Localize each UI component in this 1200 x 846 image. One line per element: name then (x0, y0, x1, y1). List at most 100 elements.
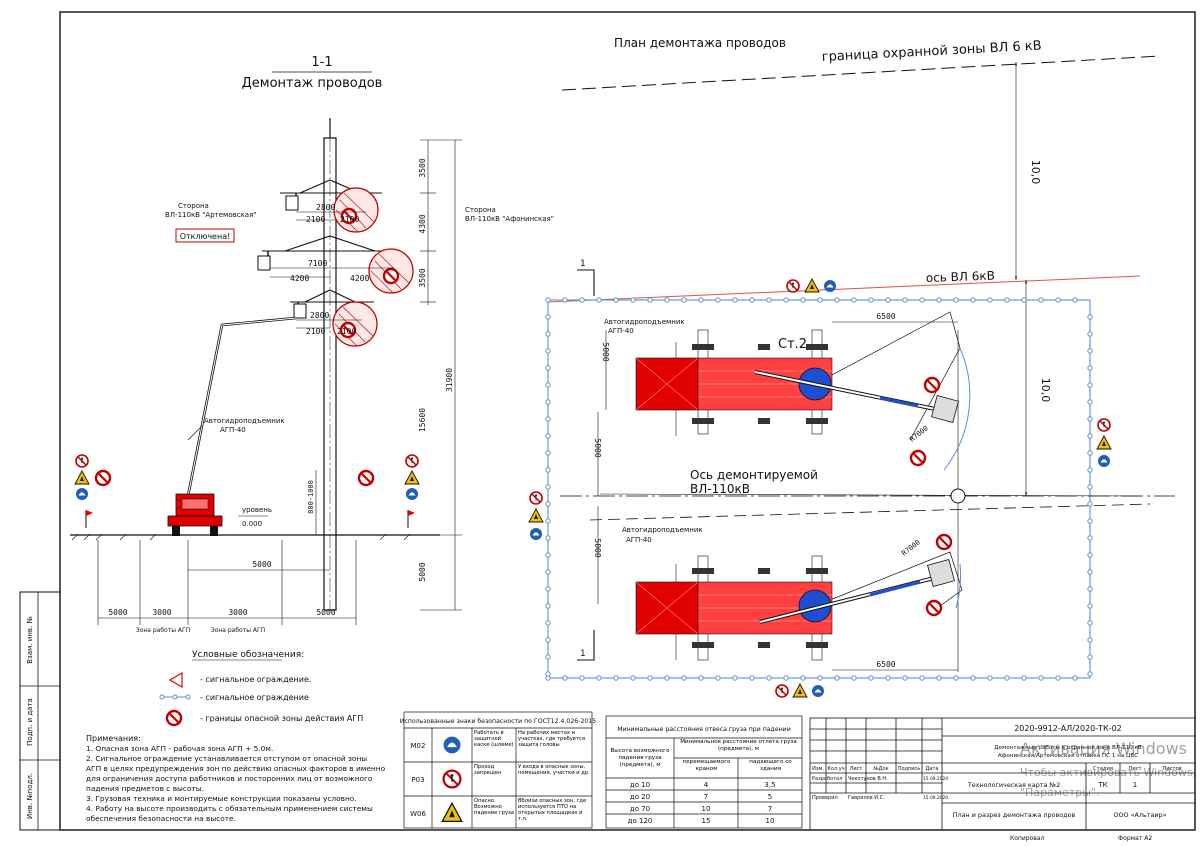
fence-post (562, 675, 568, 681)
legend-item-3: - границы опасной зоны действия АГП (200, 714, 363, 723)
fence-post (545, 399, 551, 405)
dim-2100a: 2100 (306, 215, 325, 224)
dim-2800a: 2800 (316, 203, 335, 212)
fence-post (817, 675, 823, 681)
fence-post (936, 675, 942, 681)
fence-post (1087, 348, 1093, 354)
fence-post (800, 297, 806, 303)
signs-table-title: Использованные знаки безопасности по ГОС… (400, 717, 596, 725)
fence-post (545, 586, 551, 592)
fence-post (545, 654, 551, 660)
sheet-frame (19, 11, 1196, 831)
dim-15600: 15600 (418, 408, 427, 432)
fence-post (1087, 569, 1093, 575)
note-line-3: АГП в целях предупреждения зон по действ… (86, 764, 386, 773)
fence-post (545, 467, 551, 473)
fence-post (613, 675, 619, 681)
tb-work-1: Демонтажные работы в охранной зоне ВЛ-11… (994, 744, 1142, 751)
plan-r7000a: R7000 (908, 424, 930, 443)
side-right-1: Сторона (465, 206, 496, 214)
zone-boundary-label: граница охранной зоны ВЛ 6 кВ (821, 38, 1042, 64)
fence-post (1087, 433, 1093, 439)
tb-h-izm: Изм. (812, 766, 824, 772)
fence-post (1055, 297, 1061, 303)
fence-post (1087, 382, 1093, 388)
fence-post (1087, 552, 1093, 558)
axis-vl6-label: ось ВЛ 6кВ (926, 269, 995, 285)
note-line-5: падения предметов с высоты. (86, 784, 204, 793)
tb-format: Формат А2 (1118, 835, 1152, 842)
fence-post (851, 675, 857, 681)
dist-r3c3: 7 (768, 805, 772, 813)
fence-post (1087, 484, 1093, 490)
dist-r3c1: до 70 (630, 805, 650, 813)
plan-truck-2b: АГП-40 (626, 536, 652, 544)
tb-stage: ТК (1097, 781, 1107, 789)
fence-post (545, 535, 551, 541)
fence-post (766, 297, 772, 303)
dist-r4c2: 15 (702, 817, 711, 825)
fence-post (545, 671, 551, 677)
tb-copied: Копировал (1010, 835, 1044, 842)
tb-org: ООО «Альтаир» (1113, 811, 1166, 819)
plan-dim-lines (597, 321, 958, 671)
tb-sheets-h: Листов (1162, 766, 1181, 772)
fence-post (1087, 331, 1093, 337)
zone-agp-1: Зона работы АГП (136, 627, 190, 634)
tb-stage-h: Стадия (1093, 766, 1113, 772)
note-line-6: 3. Грузовая техника и монтируемые констр… (86, 794, 357, 803)
dist-h2: Минимальное расстояние отлета груза (пре… (680, 739, 797, 752)
fence-post (783, 675, 789, 681)
ground-level-1: уровень (242, 506, 272, 514)
fence-post (715, 675, 721, 681)
fence-post (630, 675, 636, 681)
dim-7100: 7100 (308, 259, 327, 268)
tb-h-kol: Кол.уч (827, 766, 844, 772)
fence-post (1087, 637, 1093, 643)
sign-desc-3: Опасно. Возможно падение груза (474, 798, 514, 816)
watermark-3: "Параметры". (1020, 786, 1100, 799)
note-line-4: для ограничения доступа работников и пос… (86, 774, 373, 783)
fence-post (970, 675, 976, 681)
fence-post (1087, 518, 1093, 524)
dim-2100b: 2100 (340, 215, 359, 224)
tb-r2-name: Гаврилов И.С. (848, 795, 885, 801)
signs-table (403, 711, 593, 829)
legend-item-1: - сигнальное ограждение. (200, 675, 311, 684)
plan-view: План демонтажа проводов граница охранной… (528, 36, 1175, 698)
fence-post (545, 433, 551, 439)
agp-truck-plan-lower (635, 551, 963, 661)
dim-31900: 31900 (445, 368, 454, 392)
windows-watermark: Активация Windows Чтобы активировать Win… (1020, 739, 1200, 799)
fence-post (1087, 467, 1093, 473)
fence-post (732, 297, 738, 303)
axis-dismantle-2: ВЛ-110кВ (690, 482, 750, 496)
fence-post (919, 675, 925, 681)
note-line-8: обеспечения безопасности на высоте. (86, 814, 236, 823)
section-mark-top: 1 (580, 259, 586, 269)
notes: Примечания: 1. Опасная зона АГП - рабоча… (86, 734, 386, 823)
dist-h2b: падающего со здания (749, 759, 792, 772)
dim-4200b: 4200 (350, 274, 369, 283)
side-right-2: ВЛ-110кВ "Афонинская" (465, 215, 554, 223)
disconnected-box (175, 228, 235, 243)
fence-post (1087, 603, 1093, 609)
section-mark-bottom: 1 (580, 649, 586, 659)
note-line-2: 2. Сигнальное ограждение устанавливается… (86, 754, 367, 763)
dist-r2c2: 7 (704, 793, 708, 801)
fence-post (817, 297, 823, 303)
fence-post (545, 637, 551, 643)
truck-label-2: АГП-40 (220, 426, 246, 434)
fence-post (885, 675, 891, 681)
fence-post (851, 297, 857, 303)
fence-post (545, 416, 551, 422)
dist-r1c3: 3,5 (764, 781, 775, 789)
fence-post (987, 297, 993, 303)
fence-post (579, 675, 585, 681)
sign-icons (441, 736, 463, 823)
zone-agp-2: Зона работы АГП (211, 627, 265, 634)
fence-post (545, 518, 551, 524)
legend-title: Условные обозначения: (192, 650, 304, 660)
pole-st2-marker (950, 488, 966, 504)
